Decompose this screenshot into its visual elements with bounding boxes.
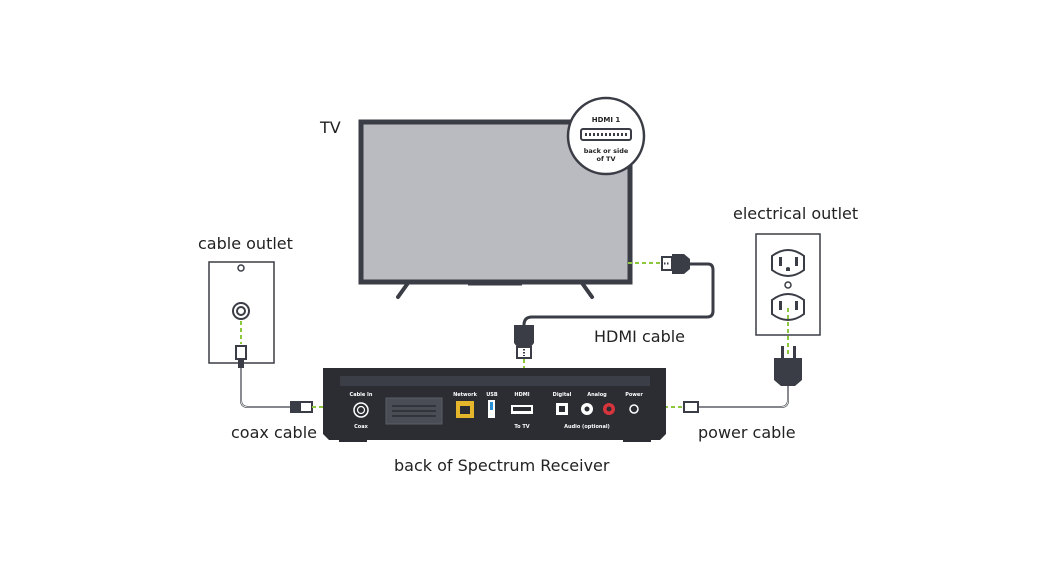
label-audio-optional: Audio (optional): [564, 424, 610, 430]
receiver-label: back of Spectrum Receiver: [394, 456, 610, 475]
label-power: Power: [625, 392, 643, 398]
label-analog: Analog: [587, 392, 607, 398]
power-cable-label: power cable: [698, 423, 796, 442]
power-input-port: [629, 404, 639, 414]
callout-note-line2: of TV: [596, 155, 615, 163]
power-cable: [650, 346, 802, 413]
power-plug: [774, 358, 802, 386]
callout-port-name: HDMI 1: [592, 116, 621, 124]
outlet-socket-bottom: [771, 293, 805, 321]
label-usb: USB: [486, 392, 498, 398]
hdmi-cable: [514, 254, 715, 400]
coax-plug-receiver-end: [290, 401, 300, 413]
label-coax: Coax: [354, 424, 368, 430]
spectrum-receiver: Cable In Coax Network USB HDMI To TV Dig…: [323, 368, 666, 442]
power-cable-wire: [698, 386, 789, 408]
hdmi-cable-label: HDMI cable: [594, 327, 686, 346]
coax-cable-label: coax cable: [231, 423, 317, 442]
power-plug-prong-right: [793, 346, 796, 358]
receiver-foot-left: [339, 434, 367, 442]
label-to-tv: To TV: [514, 424, 529, 430]
coax-cable-wire: [240, 368, 290, 408]
cable-outlet-label: cable outlet: [198, 234, 293, 253]
label-hdmi: HDMI: [514, 392, 529, 398]
receiver-foot-right: [623, 434, 651, 442]
outlet-socket-top: [771, 249, 805, 277]
label-network: Network: [453, 392, 477, 398]
coax-plug-wall-end: [235, 345, 247, 360]
tv-label: TV: [320, 118, 341, 137]
callout-note-line1: back or side: [584, 147, 629, 155]
tv-right-leg: [580, 281, 594, 299]
power-plug-prong-left: [781, 346, 784, 358]
electrical-outlet: [755, 233, 821, 355]
label-digital: Digital: [553, 392, 572, 398]
hdmi-cable-wire: [522, 262, 715, 330]
hdmi-plug-receiver-end: [514, 325, 534, 348]
tv-left-leg: [396, 281, 410, 299]
electrical-outlet-label: electrical outlet: [733, 204, 859, 223]
power-barrel-plug: [683, 401, 699, 413]
hdmi-port-callout: HDMI 1 back or side of TV: [566, 96, 646, 176]
label-cable-in: Cable In: [350, 392, 373, 398]
